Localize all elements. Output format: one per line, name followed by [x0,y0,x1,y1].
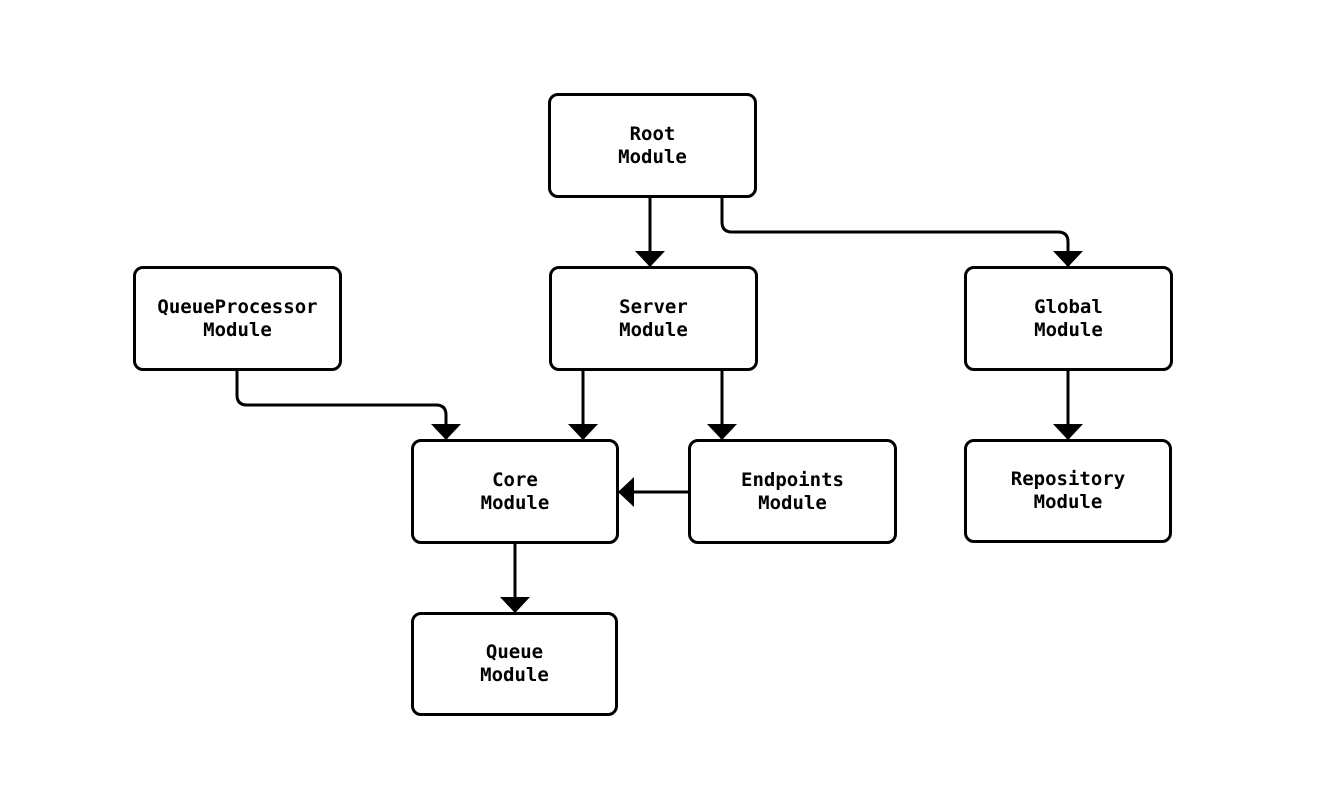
node-label-line: Module [618,145,687,168]
edge-queueprocessor-to-core [235,371,461,440]
node-label-line: QueueProcessor [157,295,318,318]
edge-root-to-global [720,198,1083,267]
node-label-line: Repository [1010,468,1126,490]
node-label-line: Module [1034,318,1103,341]
node-label-line: Module [1033,491,1103,513]
node-label-line: Module [480,664,549,686]
node-label-line: Endpoints [741,468,844,491]
node-label-line: Core [492,468,538,491]
node-label-line: Module [480,491,550,514]
node-label-line: Root [629,122,676,145]
node-label-line: Module [758,491,827,514]
edges-group [235,198,1083,613]
node-label-line: Queue [485,641,544,663]
node-label-line: Global [1034,295,1103,318]
node-label-line: Module [203,318,272,341]
node-label-line: Module [619,318,688,341]
node-label-line: Server [619,295,688,318]
